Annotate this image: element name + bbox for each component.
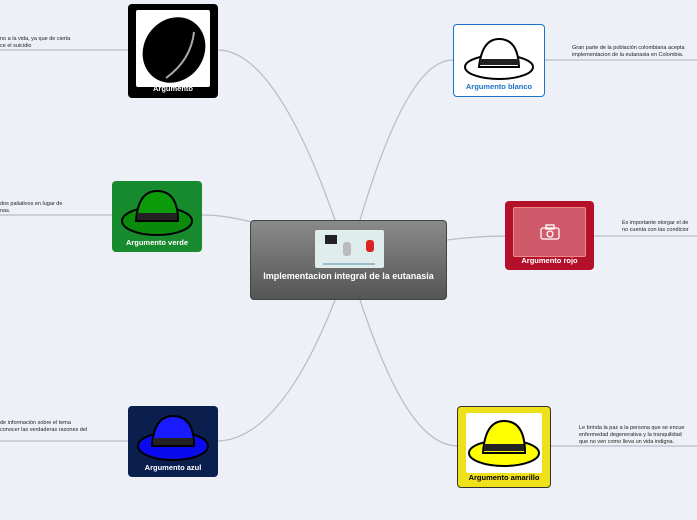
blue-hat-icon — [136, 412, 210, 464]
note-argumento-blanco: Gran parte de la población colombiana ac… — [572, 45, 685, 58]
node-argumento-negro[interactable]: Argumento — [128, 4, 218, 98]
topic-image — [315, 230, 384, 268]
central-topic[interactable]: Implementacion integral de la eutanasia — [250, 220, 447, 300]
node-argumento-blanco[interactable]: Argumento blanco — [453, 24, 545, 97]
yellow-hat-icon — [466, 413, 542, 473]
green-hat-icon — [120, 187, 194, 239]
camera-icon — [513, 207, 586, 257]
black-hat-icon — [136, 10, 210, 87]
node-argumento-amarillo[interactable]: Argumento amarillo — [457, 406, 551, 488]
white-hat-icon — [462, 31, 536, 83]
note-argumento-amarillo: Le brinda la paz a la persona que se enc… — [579, 425, 685, 445]
node-argumento-verde[interactable]: Argumento verde — [112, 181, 202, 252]
central-topic-title: Implementacion integral de la eutanasia — [263, 271, 434, 281]
node-argumento-azul[interactable]: Argumento azul — [128, 406, 218, 477]
node-argumento-rojo[interactable]: Argumento rojo — [505, 201, 594, 270]
